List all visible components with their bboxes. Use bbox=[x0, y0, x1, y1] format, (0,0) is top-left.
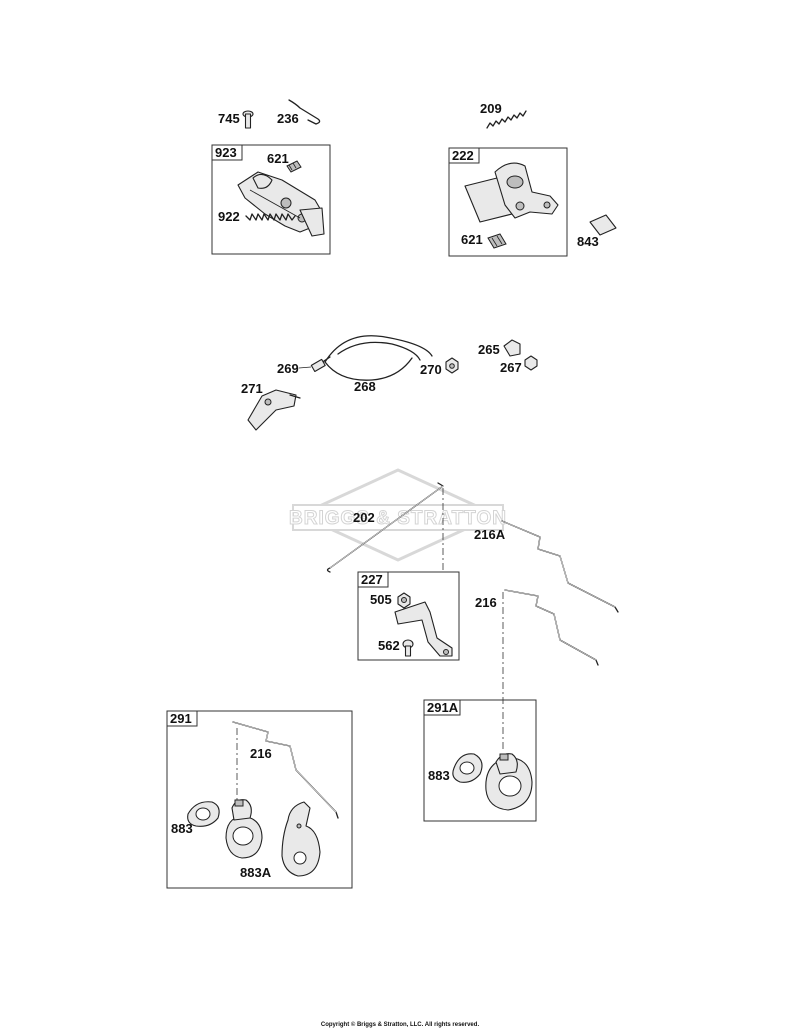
part-216-rod-b[interactable] bbox=[232, 721, 339, 819]
part-236-clip[interactable] bbox=[288, 99, 321, 125]
box-227 bbox=[357, 571, 460, 661]
part-621-clip[interactable] bbox=[286, 160, 302, 173]
part-265-clip[interactable] bbox=[503, 339, 521, 357]
part-923-control-bracket[interactable] bbox=[237, 171, 325, 237]
callout-267: 267 bbox=[500, 360, 522, 375]
part-267-screw[interactable] bbox=[524, 355, 538, 371]
callout-236: 236 bbox=[277, 111, 299, 126]
callout-621-a: 621 bbox=[267, 151, 289, 166]
box-291-tag bbox=[166, 710, 198, 727]
box-222 bbox=[448, 147, 568, 257]
callout-268: 268 bbox=[354, 379, 376, 394]
part-227-bracket[interactable] bbox=[394, 601, 453, 657]
callout-621-b: 621 bbox=[461, 232, 483, 247]
part-216-rod[interactable] bbox=[504, 589, 599, 666]
callout-271: 271 bbox=[241, 381, 263, 396]
part-883A-plate[interactable] bbox=[281, 801, 321, 877]
box-227-tag bbox=[357, 571, 389, 588]
box-222-label: 222 bbox=[452, 148, 474, 163]
callout-883-a: 883 bbox=[171, 821, 193, 836]
callout-269: 269 bbox=[277, 361, 299, 376]
callout-202: 202 bbox=[353, 510, 375, 525]
callout-265: 265 bbox=[478, 342, 500, 357]
callout-209: 209 bbox=[480, 101, 502, 116]
callout-922: 922 bbox=[218, 209, 240, 224]
part-291A-carb-adapter[interactable] bbox=[485, 753, 533, 811]
box-291-label: 291 bbox=[170, 711, 192, 726]
callout-216A: 216A bbox=[474, 527, 506, 542]
callout-270: 270 bbox=[420, 362, 442, 377]
part-843-pad[interactable] bbox=[589, 214, 617, 236]
box-227-label: 227 bbox=[361, 572, 383, 587]
box-291 bbox=[166, 710, 353, 889]
callout-216-b: 216 bbox=[250, 746, 272, 761]
part-216A-rod[interactable] bbox=[501, 520, 619, 613]
box-923-label: 923 bbox=[215, 145, 237, 160]
part-271-cable-bracket[interactable] bbox=[247, 389, 301, 431]
box-923 bbox=[211, 144, 331, 255]
part-505-nut[interactable] bbox=[397, 592, 411, 609]
callout-843: 843 bbox=[577, 234, 599, 249]
watermark-logo: BRIGGS & STRATTON bbox=[289, 468, 506, 562]
part-745-bolt[interactable] bbox=[242, 110, 254, 129]
part-270-nut[interactable] bbox=[445, 357, 459, 374]
box-291A-tag bbox=[423, 699, 461, 716]
box-923-tag bbox=[211, 144, 243, 161]
callout-505: 505 bbox=[370, 592, 392, 607]
part-291-carb-adapter[interactable] bbox=[225, 799, 263, 859]
callout-883-b: 883 bbox=[428, 768, 450, 783]
box-291A bbox=[423, 699, 537, 822]
part-209-spring[interactable] bbox=[486, 110, 527, 129]
part-202-rod[interactable] bbox=[326, 482, 444, 573]
callout-216-a: 216 bbox=[475, 595, 497, 610]
part-621-clip-b[interactable] bbox=[487, 233, 507, 249]
box-222-tag bbox=[448, 147, 480, 164]
box-291A-label: 291A bbox=[427, 700, 459, 715]
part-562-screw[interactable] bbox=[402, 639, 414, 657]
part-269-fitting[interactable] bbox=[298, 358, 326, 373]
part-883-gasket-a[interactable] bbox=[187, 801, 220, 827]
copyright-notice: Copyright © Briggs & Stratton, LLC. All … bbox=[320, 1022, 480, 1028]
part-922-spring[interactable] bbox=[245, 213, 296, 221]
part-222-governor-bracket[interactable] bbox=[464, 162, 559, 223]
part-883-gasket-b[interactable] bbox=[452, 753, 483, 783]
callout-883A: 883A bbox=[240, 865, 272, 880]
part-268-cable[interactable] bbox=[317, 335, 433, 381]
callout-745: 745 bbox=[218, 111, 240, 126]
callout-562: 562 bbox=[378, 638, 400, 653]
